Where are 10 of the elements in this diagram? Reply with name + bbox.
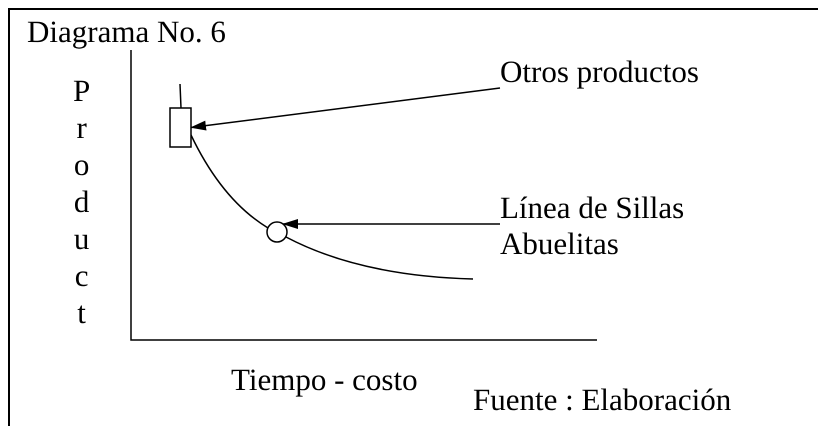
callout-text: Línea de Sillas Abuelitas xyxy=(500,190,740,262)
point-circle xyxy=(266,221,288,243)
arrow xyxy=(282,219,500,229)
product-box xyxy=(169,107,192,148)
diagram-title: Diagrama No. 6 xyxy=(27,14,226,50)
arrow xyxy=(190,87,500,131)
callout-text: Otros productos xyxy=(500,54,755,90)
source-caption: Fuente : Elaboración xyxy=(473,382,732,418)
axis-label: Tiempo - costo xyxy=(231,362,418,398)
axis-label: Product xyxy=(72,72,92,331)
